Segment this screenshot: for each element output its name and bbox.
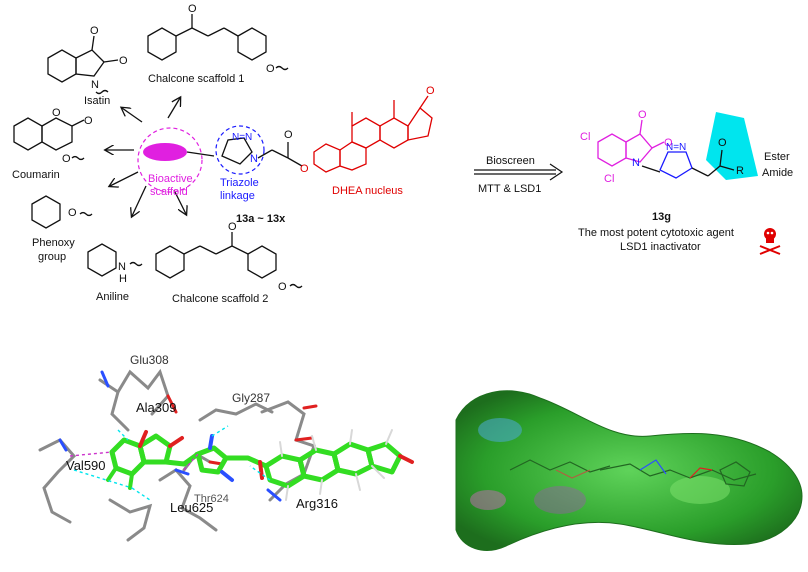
atom-o: O (266, 63, 275, 75)
reaction-arrow: Bioscreen MTT & LSD1 (474, 155, 564, 195)
atom-o: O (188, 3, 197, 15)
atom-n: N (91, 79, 99, 91)
skull-icon (759, 228, 781, 255)
bioactive-scaffold: Bioactive scaffold (137, 127, 215, 198)
atom-o: O (68, 207, 77, 219)
label-gly287: Gly287 (232, 391, 270, 405)
label-aniline: Aniline (96, 291, 129, 303)
atom-o: O (228, 221, 237, 233)
label-product-desc2: LSD1 inactivator (620, 241, 701, 253)
atom-nn: N=N (666, 142, 686, 153)
label-arg316: Arg316 (296, 496, 338, 511)
label-amide: Amide (762, 167, 793, 179)
label-phenoxy: Phenoxy (32, 237, 75, 249)
atom-o: O (284, 129, 293, 141)
docking-pose-panel: Glu308 Ala309 Gly287 Val590 Thr624 Leu62… (38, 353, 414, 542)
label-series: 13a ~ 13x (236, 213, 286, 225)
atom-o: O (300, 163, 309, 175)
atom-o: O (426, 85, 435, 97)
label-product-desc1: The most potent cytotoxic agent (578, 227, 734, 239)
label-scaffold: scaffold (150, 186, 188, 198)
arrow-label-top: Bioscreen (486, 155, 535, 167)
atom-o: O (664, 137, 673, 149)
atom-n: N (632, 157, 640, 169)
atom-cl: Cl (604, 173, 614, 185)
ester-linker: O O (257, 129, 309, 175)
atom-o: O (119, 55, 128, 67)
label-triazole: Triazole (220, 177, 259, 189)
atom-o: O (638, 109, 647, 121)
label-chalcone2: Chalcone scaffold 2 (172, 293, 268, 305)
label-ester: Ester (764, 151, 790, 163)
arrow-label-bottom: MTT & LSD1 (478, 183, 541, 195)
label-dhea: DHEA nucleus (332, 185, 403, 197)
atom-n: N (250, 153, 258, 165)
label-glu308: Glu308 (130, 353, 169, 367)
label-isatin: Isatin (84, 95, 110, 107)
aniline-structure: N H Aniline (87, 243, 143, 303)
phenoxy-structure: O Phenoxy group (31, 195, 93, 263)
label-coumarin: Coumarin (12, 169, 60, 181)
label-chalcone1: Chalcone scaffold 1 (148, 73, 244, 85)
label-linkage: linkage (220, 190, 255, 202)
chalcone1-structure: O O Chalcone scaffold 1 (147, 3, 289, 85)
label-val590: Val590 (66, 458, 106, 473)
coumarin-structure: O O O Coumarin (12, 107, 93, 181)
atom-o: O (90, 25, 99, 37)
atom-nn: N=N (232, 132, 252, 143)
label-ala309: Ala309 (136, 400, 176, 415)
atom-r: R (736, 165, 744, 177)
atom-o: O (278, 281, 287, 293)
atom-o: O (718, 137, 727, 149)
label-group: group (38, 251, 66, 263)
label-bioactive: Bioactive (148, 173, 193, 185)
atom-o: O (62, 153, 71, 165)
dhea-nucleus: O DHEA nucleus (313, 85, 435, 197)
scaffold-arrows (106, 98, 186, 216)
product-13g: O O Cl Cl N N=N O R Ester Amide 13g The … (578, 109, 793, 255)
isatin-structure: O O N Isatin (47, 25, 128, 107)
atom-n: N (118, 261, 126, 273)
label-thr624: Thr624 (194, 493, 229, 505)
atom-cl: Cl (580, 131, 590, 143)
triazole-linkage: N=N N Triazole linkage (215, 125, 265, 202)
label-leu625: Leu625 (170, 500, 213, 515)
atom-o: O (52, 107, 61, 119)
atom-o: O (84, 115, 93, 127)
atom-h: H (119, 273, 127, 285)
binding-surface-panel (455, 346, 803, 566)
label-product-id: 13g (652, 211, 671, 223)
chalcone2-structure: O O Chalcone scaffold 2 (155, 221, 303, 305)
